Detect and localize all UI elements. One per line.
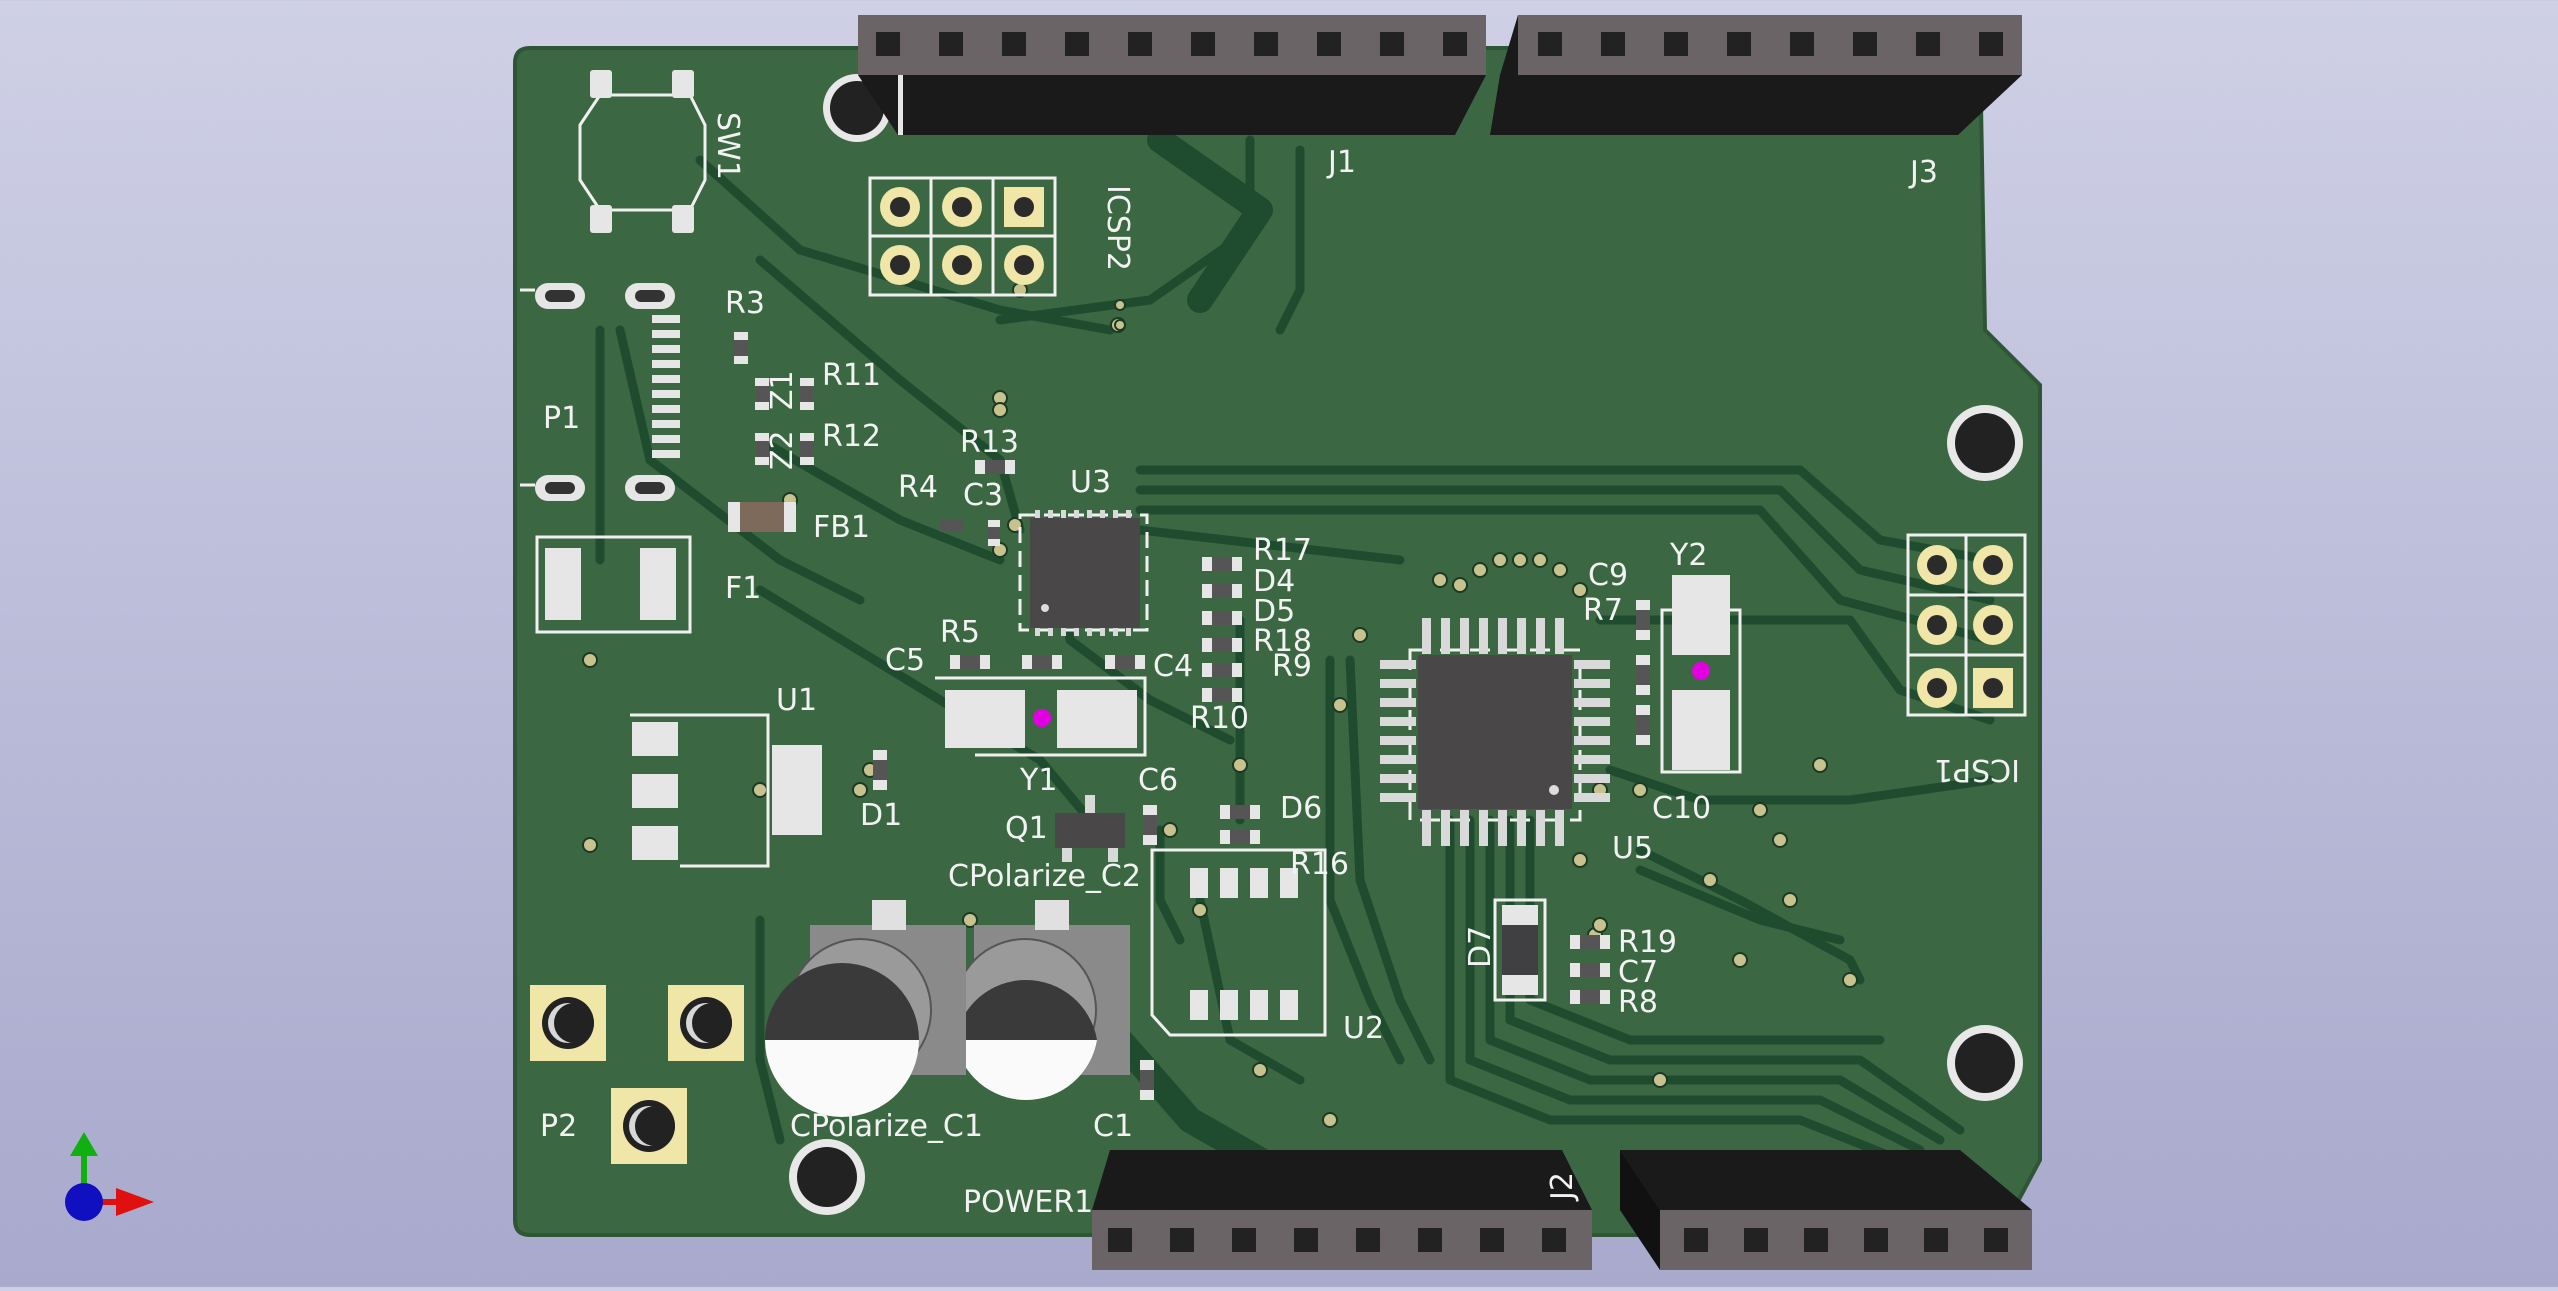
label-r10: R10 bbox=[1190, 701, 1249, 736]
regulator-u1 bbox=[630, 713, 822, 868]
label-r9: R9 bbox=[1272, 649, 1312, 684]
label-fb1: FB1 bbox=[813, 510, 870, 545]
transistor-q1 bbox=[1055, 795, 1125, 862]
ferrite-bead-fb1 bbox=[728, 502, 796, 532]
label-r19: R19 bbox=[1618, 925, 1677, 960]
x-axis-arrow-icon bbox=[116, 1188, 154, 1216]
label-z2: Z2 bbox=[765, 430, 800, 470]
chip-u2 bbox=[1150, 848, 1327, 1037]
label-u2: U2 bbox=[1343, 1011, 1384, 1046]
label-c10: C10 bbox=[1652, 791, 1711, 826]
label-d4: D4 bbox=[1253, 564, 1295, 599]
label-p2: P2 bbox=[540, 1109, 577, 1144]
header-power1 bbox=[1092, 1150, 1592, 1270]
label-c3: C3 bbox=[963, 478, 1003, 513]
crystal-y1 bbox=[935, 676, 1147, 757]
label-c5: C5 bbox=[885, 643, 925, 678]
label-cpolarize-c2: CPolarize_C2 bbox=[948, 859, 1141, 894]
label-icsp1: ICSP1 bbox=[1934, 752, 2020, 787]
z-axis-icon bbox=[65, 1183, 103, 1221]
label-c9: C9 bbox=[1588, 558, 1628, 593]
header-j1 bbox=[858, 15, 1486, 135]
label-j3: J3 bbox=[1908, 155, 1938, 190]
label-power1: POWER1 bbox=[963, 1185, 1093, 1220]
label-cpolarize-c1: CPolarize_C1 bbox=[790, 1109, 983, 1144]
label-z1: Z1 bbox=[765, 370, 800, 410]
mounting-holes bbox=[789, 74, 2023, 1215]
label-r13: R13 bbox=[960, 425, 1019, 460]
label-d7: D7 bbox=[1463, 926, 1498, 968]
label-y1: Y1 bbox=[1019, 763, 1057, 798]
label-u1: U1 bbox=[776, 683, 817, 718]
label-d5: D5 bbox=[1253, 594, 1295, 629]
label-r18: R18 bbox=[1253, 624, 1312, 659]
label-p1: P1 bbox=[543, 401, 580, 436]
label-j1: J1 bbox=[1326, 145, 1356, 180]
label-q1: Q1 bbox=[1005, 811, 1048, 846]
label-icsp2: ICSP2 bbox=[1100, 185, 1135, 271]
power-jack-p2 bbox=[530, 985, 744, 1164]
label-y2: Y2 bbox=[1669, 538, 1707, 573]
label-c4: C4 bbox=[1153, 649, 1193, 684]
chip-u5 bbox=[1380, 618, 1610, 846]
chip-u3 bbox=[1018, 510, 1149, 636]
vias bbox=[582, 282, 1858, 1128]
label-r7: R7 bbox=[1583, 593, 1623, 628]
y-axis-arrow-icon bbox=[70, 1132, 98, 1156]
label-f1: F1 bbox=[725, 571, 761, 606]
label-r11: R11 bbox=[822, 358, 881, 393]
label-r12: R12 bbox=[822, 419, 881, 454]
label-c7: C7 bbox=[1618, 955, 1658, 990]
label-d6: D6 bbox=[1280, 791, 1322, 826]
icsp1-header bbox=[1906, 533, 2027, 717]
capacitor-cpolarize-c2 bbox=[953, 900, 1130, 1101]
icsp2-header bbox=[868, 176, 1057, 297]
header-j3 bbox=[1490, 15, 2022, 135]
crystal-y2 bbox=[1660, 575, 1742, 774]
label-sw1: SW1 bbox=[710, 112, 745, 180]
label-u3: U3 bbox=[1070, 465, 1111, 500]
label-c6: C6 bbox=[1138, 763, 1178, 798]
header-j2 bbox=[1620, 1150, 2032, 1270]
capacitor-cpolarize-c1 bbox=[765, 900, 966, 1117]
label-r3: R3 bbox=[725, 286, 765, 321]
label-u5: U5 bbox=[1612, 831, 1653, 866]
label-d1: D1 bbox=[860, 798, 902, 833]
axis-gizmo bbox=[65, 1132, 154, 1221]
switch-sw1 bbox=[578, 70, 707, 233]
label-r16: R16 bbox=[1290, 847, 1349, 882]
usb-connector-p1 bbox=[520, 283, 680, 501]
label-c1: C1 bbox=[1093, 1109, 1133, 1144]
fuse-f1 bbox=[535, 535, 692, 634]
diode-d7 bbox=[1493, 898, 1547, 1002]
smd-passives bbox=[734, 332, 1650, 1100]
label-j2: J2 bbox=[1545, 1172, 1580, 1202]
label-r17: R17 bbox=[1253, 533, 1312, 568]
label-r8: R8 bbox=[1618, 985, 1658, 1020]
label-r4: R4 bbox=[898, 470, 938, 505]
label-r5: R5 bbox=[940, 615, 980, 650]
